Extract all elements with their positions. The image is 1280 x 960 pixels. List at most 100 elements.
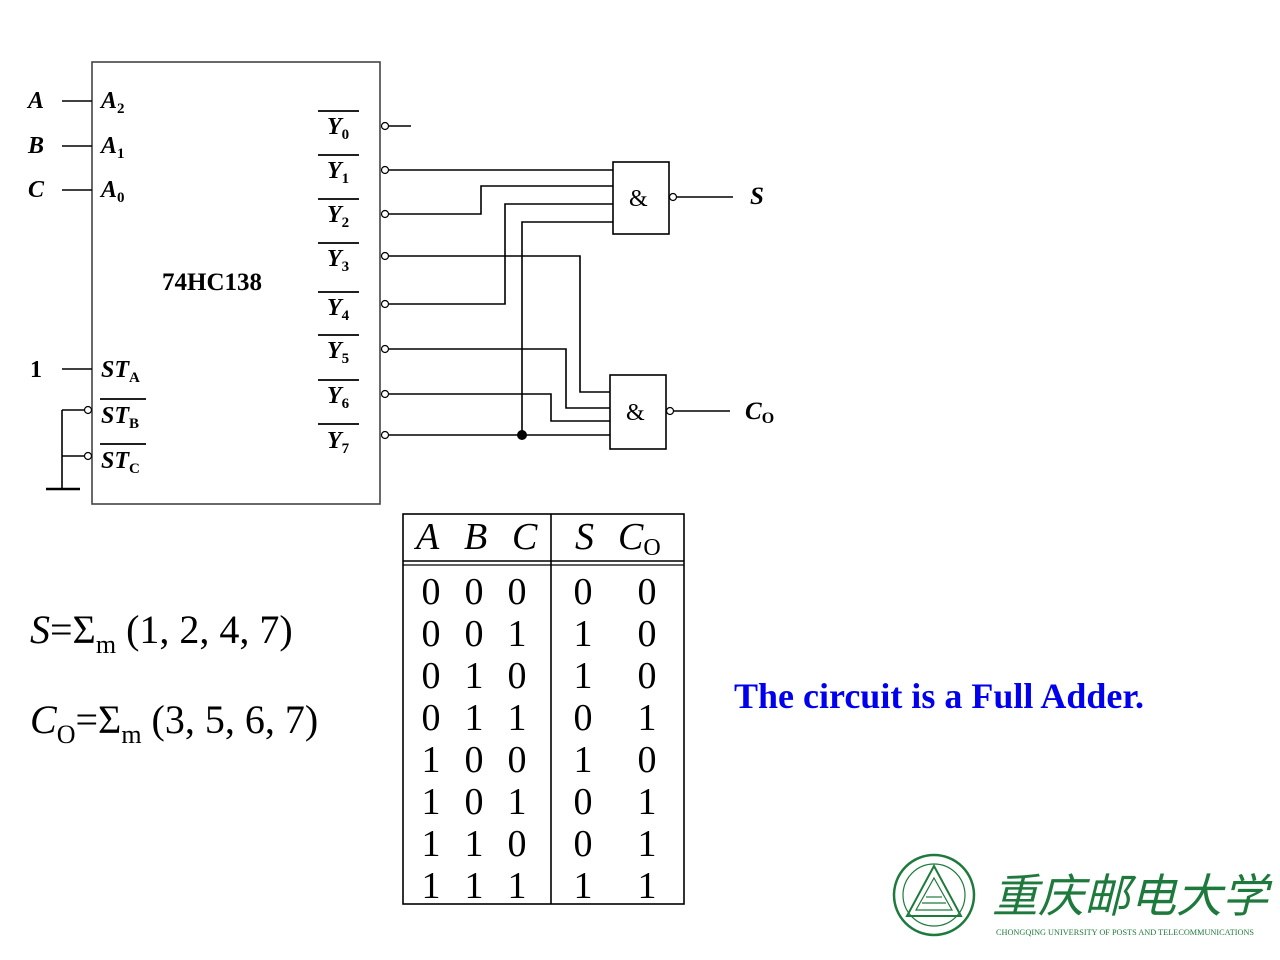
input-label-c: C	[28, 177, 45, 203]
nand-gate-co	[609, 374, 667, 450]
truth-cell-b: 0	[465, 781, 484, 823]
y7-bubble	[380, 430, 390, 440]
header-s: S	[575, 516, 594, 558]
truth-cell-s: 1	[574, 739, 593, 781]
truth-cell-c: 1	[508, 613, 527, 655]
university-seal-icon	[892, 853, 976, 937]
truth-cell-s: 0	[574, 571, 593, 613]
y2-to-gate-s	[389, 185, 613, 215]
pin-label-y5: Y5	[327, 338, 349, 367]
truth-cell-c: 0	[508, 823, 527, 865]
y5-bubble	[380, 344, 390, 354]
decoder-chip-body	[91, 61, 381, 505]
circuit-labels: A B C 1 A2 A1 A0 74HC138 STA STB STC Y0 …	[26, 88, 774, 477]
truth-cell-a: 1	[422, 823, 441, 865]
pin-label-y1: Y1	[327, 158, 349, 187]
truth-cell-a: 1	[422, 781, 441, 823]
y4-to-gate-s	[389, 203, 613, 305]
truth-cell-a: 0	[422, 571, 441, 613]
pin-label-a0: A0	[99, 177, 125, 206]
y1-bubble	[380, 165, 390, 175]
pin-label-a1: A1	[99, 133, 125, 162]
nand-gate-s	[612, 161, 670, 235]
conclusion-text: The circuit is a Full Adder.	[734, 676, 1144, 716]
pin-label-stb: STB	[101, 403, 139, 432]
chip-label: 74HC138	[162, 269, 262, 296]
output-label-s: S	[750, 183, 764, 210]
y7-junction-dot	[517, 430, 527, 440]
truth-cell-b: 0	[465, 613, 484, 655]
university-name-chinese: 重庆邮电大学	[992, 871, 1273, 922]
truth-table-border	[402, 513, 685, 905]
input-label-a: A	[26, 88, 44, 114]
y3-bubble	[380, 251, 390, 261]
y6-to-gate-co	[389, 393, 610, 422]
truth-cell-co: 0	[638, 613, 657, 655]
y6-bubble	[380, 389, 390, 399]
input-label-b: B	[27, 133, 44, 159]
truth-cell-a: 1	[422, 739, 441, 781]
truth-cell-co: 1	[638, 823, 657, 865]
equation-s: S=Σm (1, 2, 4, 7)	[30, 607, 293, 659]
truth-cell-s: 0	[574, 823, 593, 865]
truth-cell-b: 1	[465, 697, 484, 739]
truth-cell-c: 0	[508, 571, 527, 613]
truth-cell-a: 0	[422, 655, 441, 697]
pin-label-y2: Y2	[327, 202, 349, 231]
truth-cell-a: 0	[422, 613, 441, 655]
circuit-diagram	[46, 61, 733, 505]
pin-label-sta: STA	[101, 357, 140, 386]
pin-label-a2: A2	[99, 88, 125, 117]
equation-co: CO=Σm (3, 5, 6, 7)	[30, 697, 318, 749]
truth-cell-s: 1	[574, 655, 593, 697]
truth-cell-s: 1	[574, 865, 593, 907]
university-logo: 重庆邮电大学 CHONGQING UNIVERSITY OF POSTS AND…	[892, 853, 1273, 937]
header-b: B	[464, 516, 487, 558]
truth-cell-s: 0	[574, 697, 593, 739]
stc-inversion-bubble	[83, 451, 93, 461]
truth-cell-co: 0	[638, 571, 657, 613]
truth-cell-b: 1	[465, 865, 484, 907]
truth-cell-c: 0	[508, 655, 527, 697]
y2-bubble	[380, 209, 390, 219]
truth-cell-co: 1	[638, 697, 657, 739]
truth-cell-co: 0	[638, 655, 657, 697]
header-co: CO	[618, 516, 661, 561]
header-a: A	[413, 516, 440, 558]
pin-label-y6: Y6	[327, 383, 350, 412]
truth-cell-c: 1	[508, 697, 527, 739]
enable-value-label: 1	[30, 357, 42, 383]
gate-s-inversion-bubble	[668, 192, 678, 202]
truth-cell-co: 1	[638, 781, 657, 823]
truth-cell-s: 0	[574, 781, 593, 823]
stb-inversion-bubble	[83, 405, 93, 415]
truth-cell-a: 0	[422, 697, 441, 739]
pin-label-y0: Y0	[327, 114, 349, 143]
truth-cell-co: 0	[638, 739, 657, 781]
y4-bubble	[380, 299, 390, 309]
y0-bubble	[380, 121, 390, 131]
output-label-co: CO	[745, 398, 774, 427]
truth-cell-b: 1	[465, 823, 484, 865]
pin-label-y3: Y3	[327, 246, 349, 275]
pin-label-stc: STC	[101, 448, 140, 477]
truth-cell-c: 1	[508, 865, 527, 907]
equations: S=Σm (1, 2, 4, 7) CO=Σm (3, 5, 6, 7)	[30, 607, 318, 749]
university-name-english: CHONGQING UNIVERSITY OF POSTS AND TELECO…	[996, 927, 1254, 937]
truth-cell-b: 1	[465, 655, 484, 697]
pin-label-y7: Y7	[327, 428, 350, 457]
y3-to-gate-co	[389, 255, 610, 393]
gate-co-inversion-bubble	[665, 406, 675, 416]
pin-label-y4: Y4	[327, 295, 350, 324]
truth-cell-a: 1	[422, 865, 441, 907]
truth-cell-s: 1	[574, 613, 593, 655]
gate-co-symbol: &	[626, 400, 645, 426]
truth-cell-c: 0	[508, 739, 527, 781]
truth-cell-c: 1	[508, 781, 527, 823]
gate-s-symbol: &	[629, 186, 648, 212]
header-c: C	[512, 516, 538, 558]
truth-cell-b: 0	[465, 739, 484, 781]
